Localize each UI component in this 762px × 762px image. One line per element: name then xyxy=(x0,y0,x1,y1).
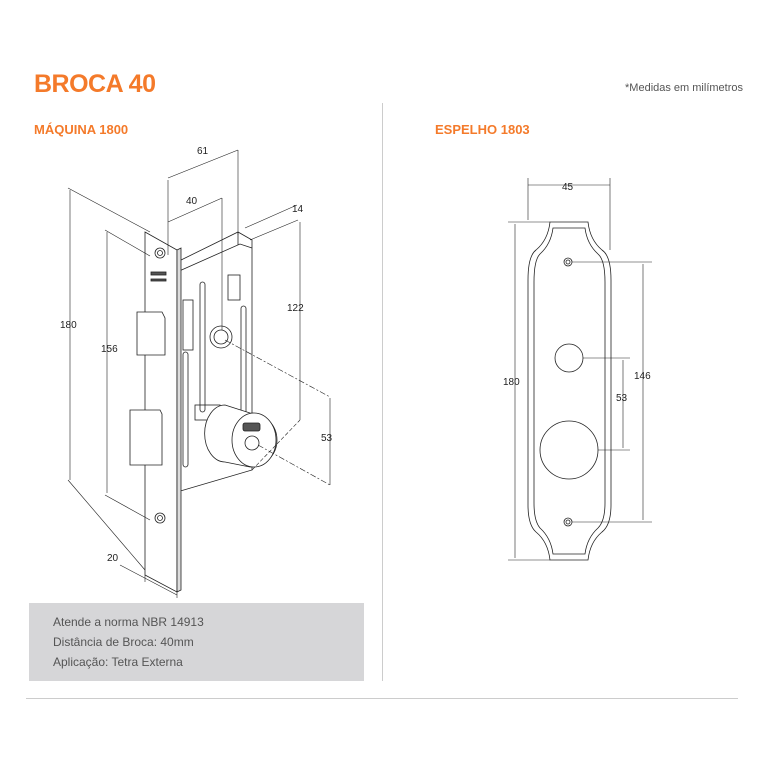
dim-plate-height: 180 xyxy=(503,377,520,388)
escutcheon-drawing xyxy=(527,221,612,561)
dim-upper: 122 xyxy=(287,303,304,314)
lock-machine-drawing xyxy=(129,231,278,593)
spec-line: Atende a norma NBR 14913 xyxy=(53,615,204,629)
dim-width: 61 xyxy=(197,146,209,157)
dim-plate-width: 45 xyxy=(562,182,574,193)
page-title: BROCA 40 xyxy=(34,70,156,98)
dim-backset: 40 xyxy=(186,196,198,207)
dim-broca: 53 xyxy=(616,393,628,404)
machine-dimension-labels: 180 156 61 40 14 122 53 20 xyxy=(60,146,333,564)
spec-line: Distância de Broca: 40mm xyxy=(53,635,194,649)
spec-line: Aplicação: Tetra Externa xyxy=(53,655,183,669)
column-divider xyxy=(382,103,383,681)
spec-box: Atende a norma NBR 14913 Distância de Br… xyxy=(29,603,364,681)
machine-title: MÁQUINA 1800 xyxy=(34,122,129,137)
dim-lower: 53 xyxy=(321,433,333,444)
dim-depth: 14 xyxy=(292,204,304,215)
units-note: *Medidas em milímetros xyxy=(625,82,743,94)
escutcheon-dimension-labels: 45 180 146 53 xyxy=(503,182,651,404)
escutcheon-dimension-lines xyxy=(508,178,652,561)
machine-dimension-lines xyxy=(67,149,331,598)
bottom-divider xyxy=(26,698,738,699)
dim-faceplate: 156 xyxy=(101,344,118,355)
dim-height: 180 xyxy=(60,320,77,331)
plate-title: ESPELHO 1803 xyxy=(435,122,530,137)
dim-hole-spacing: 146 xyxy=(634,371,651,382)
dim-face-width: 20 xyxy=(107,553,119,564)
